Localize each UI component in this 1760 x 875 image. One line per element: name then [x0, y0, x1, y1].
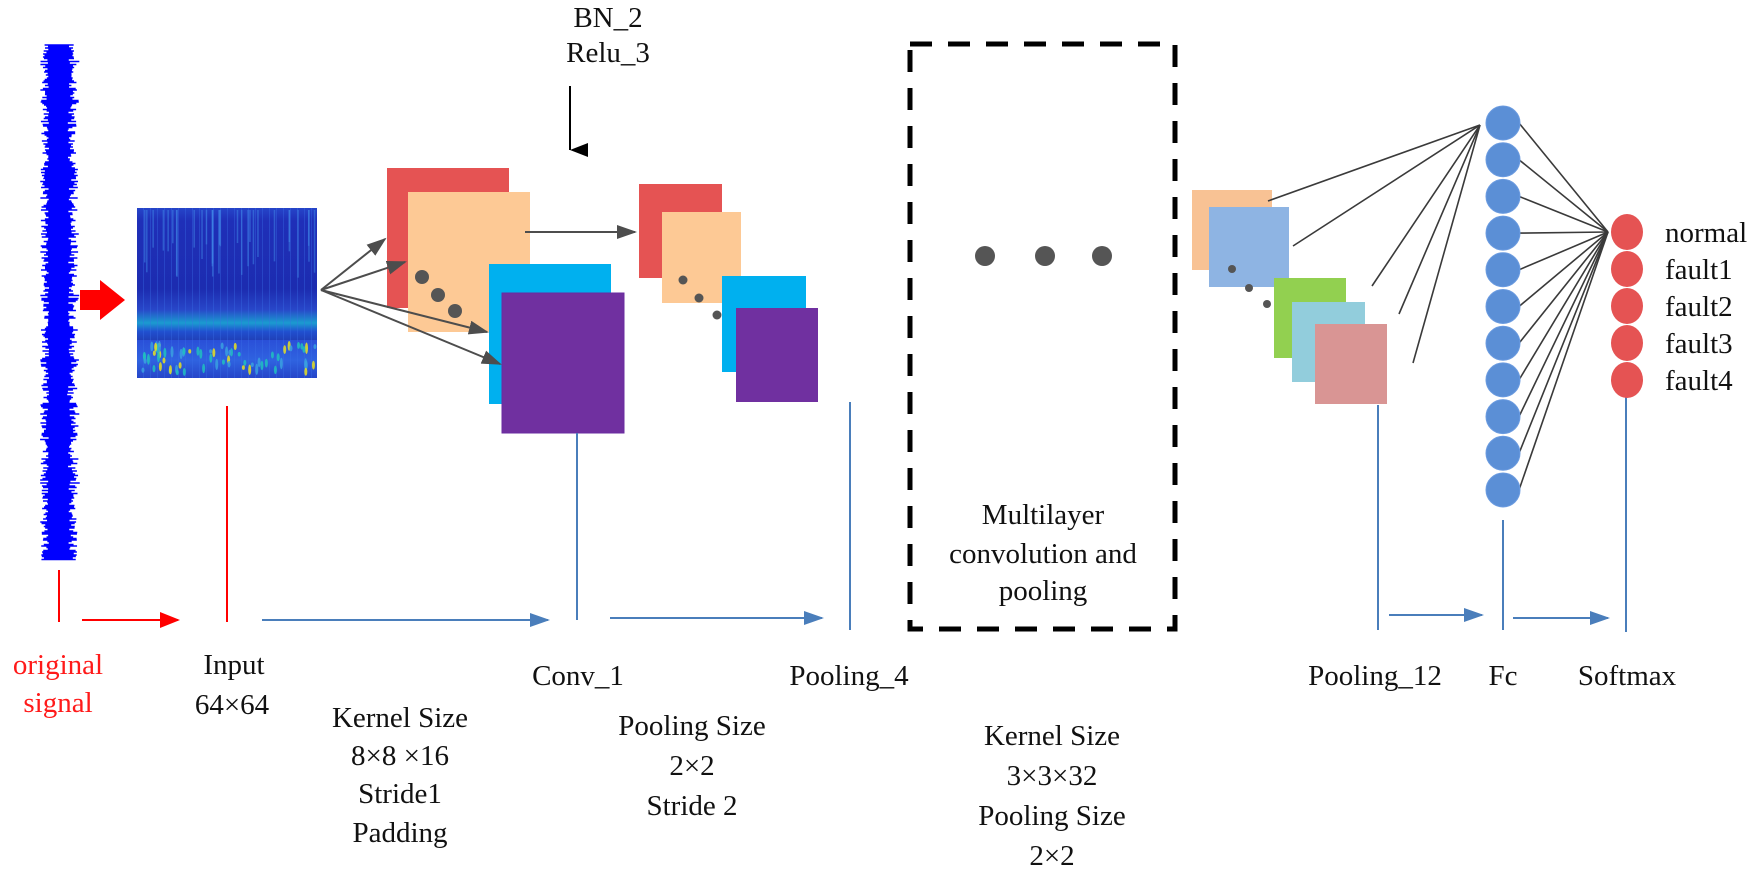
class-label: fault3 [1665, 328, 1733, 360]
fc-node [1485, 325, 1521, 361]
input-size: 64×64 [195, 689, 270, 721]
conv1-param: 8×8 ×16 [351, 740, 449, 772]
signal-waveform [40, 44, 80, 561]
signal-label-1: original [13, 649, 103, 681]
signal-label-2: signal [23, 687, 92, 719]
softmax-node [1611, 325, 1643, 361]
multilayer-label: Multilayer [982, 499, 1105, 531]
class-label: fault4 [1665, 365, 1733, 397]
fc-node [1485, 215, 1521, 251]
pool-to-fc-line [1267, 124, 1481, 202]
input-spectrogram [137, 208, 317, 378]
fc-to-softmax-line [1518, 231, 1609, 381]
fc-to-softmax-line [1518, 159, 1609, 233]
fc-node [1485, 362, 1521, 398]
conv1-param: Padding [352, 817, 447, 849]
fc-layer [1485, 105, 1521, 508]
pool-to-fc-line [1412, 124, 1481, 364]
softmax-layer [1611, 214, 1643, 398]
flow-lines [262, 394, 1627, 632]
pool12-feature-maps [1192, 190, 1387, 404]
ellipsis-dot [1035, 246, 1055, 266]
fc-node [1485, 178, 1521, 214]
softmax-node [1611, 362, 1643, 398]
fc-to-softmax-line [1518, 231, 1609, 491]
conv1-param: Kernel Size [332, 702, 468, 734]
fc-node [1485, 105, 1521, 141]
pool-to-fc-line [1371, 124, 1481, 287]
fc-to-softmax-line [1518, 122, 1609, 233]
fc-connections [1267, 122, 1609, 491]
conv1-param: Stride1 [358, 778, 442, 810]
softmax-label: Softmax [1578, 660, 1677, 692]
input-to-conv-arrows [320, 237, 502, 365]
softmax-node [1611, 288, 1643, 324]
multilayer-param: 2×2 [1029, 840, 1074, 872]
multilayer-label: convolution and [949, 538, 1137, 570]
ellipsis-dot [975, 246, 995, 266]
multilayer-param: 3×3×32 [1007, 760, 1098, 792]
fc-to-softmax-line [1518, 231, 1609, 308]
fc-to-softmax-line [1518, 195, 1609, 233]
fc-to-softmax-line [1518, 231, 1609, 417]
input-label: Input [203, 649, 264, 681]
fc-to-softmax-line [1518, 231, 1609, 454]
multilayer-param: Pooling Size [978, 800, 1125, 832]
class-label: fault1 [1665, 254, 1733, 286]
pool4-feature-maps [639, 184, 818, 402]
multilayer-dashed-box [907, 41, 1178, 632]
pool4-param: Pooling Size [618, 710, 765, 742]
fc-node [1485, 472, 1521, 508]
fc-node [1485, 289, 1521, 324]
pool4-param: Stride 2 [646, 790, 737, 822]
softmax-node [1611, 251, 1643, 287]
pool-to-fc-line [1398, 124, 1481, 315]
pool-to-fc-line [1292, 124, 1481, 247]
fc-node [1485, 252, 1521, 288]
pool4-param: 2×2 [669, 750, 714, 782]
fc-node [1485, 435, 1521, 471]
multilayer-param: Kernel Size [984, 720, 1120, 752]
class-label: fault2 [1665, 291, 1733, 323]
conv1-label: Conv_1 [532, 660, 624, 692]
fc-label: Fc [1489, 660, 1518, 692]
class-label: normal [1665, 217, 1747, 249]
fc-to-softmax-line [1518, 231, 1609, 271]
fc-node [1485, 399, 1521, 435]
ellipsis-dot [1092, 246, 1112, 266]
multilayer-label: pooling [999, 575, 1088, 607]
pool4-label: Pooling_4 [789, 660, 909, 692]
bn-label: BN_2 [573, 2, 642, 34]
fc-to-softmax-line [1518, 231, 1609, 234]
fc-node [1485, 142, 1521, 178]
pool12-label: Pooling_12 [1308, 660, 1442, 692]
conv1-feature-maps [387, 168, 625, 434]
relu-label: Relu_3 [566, 37, 650, 69]
softmax-node [1611, 214, 1643, 250]
transform-arrow-icon [80, 280, 125, 320]
fc-to-softmax-line [1518, 231, 1609, 344]
